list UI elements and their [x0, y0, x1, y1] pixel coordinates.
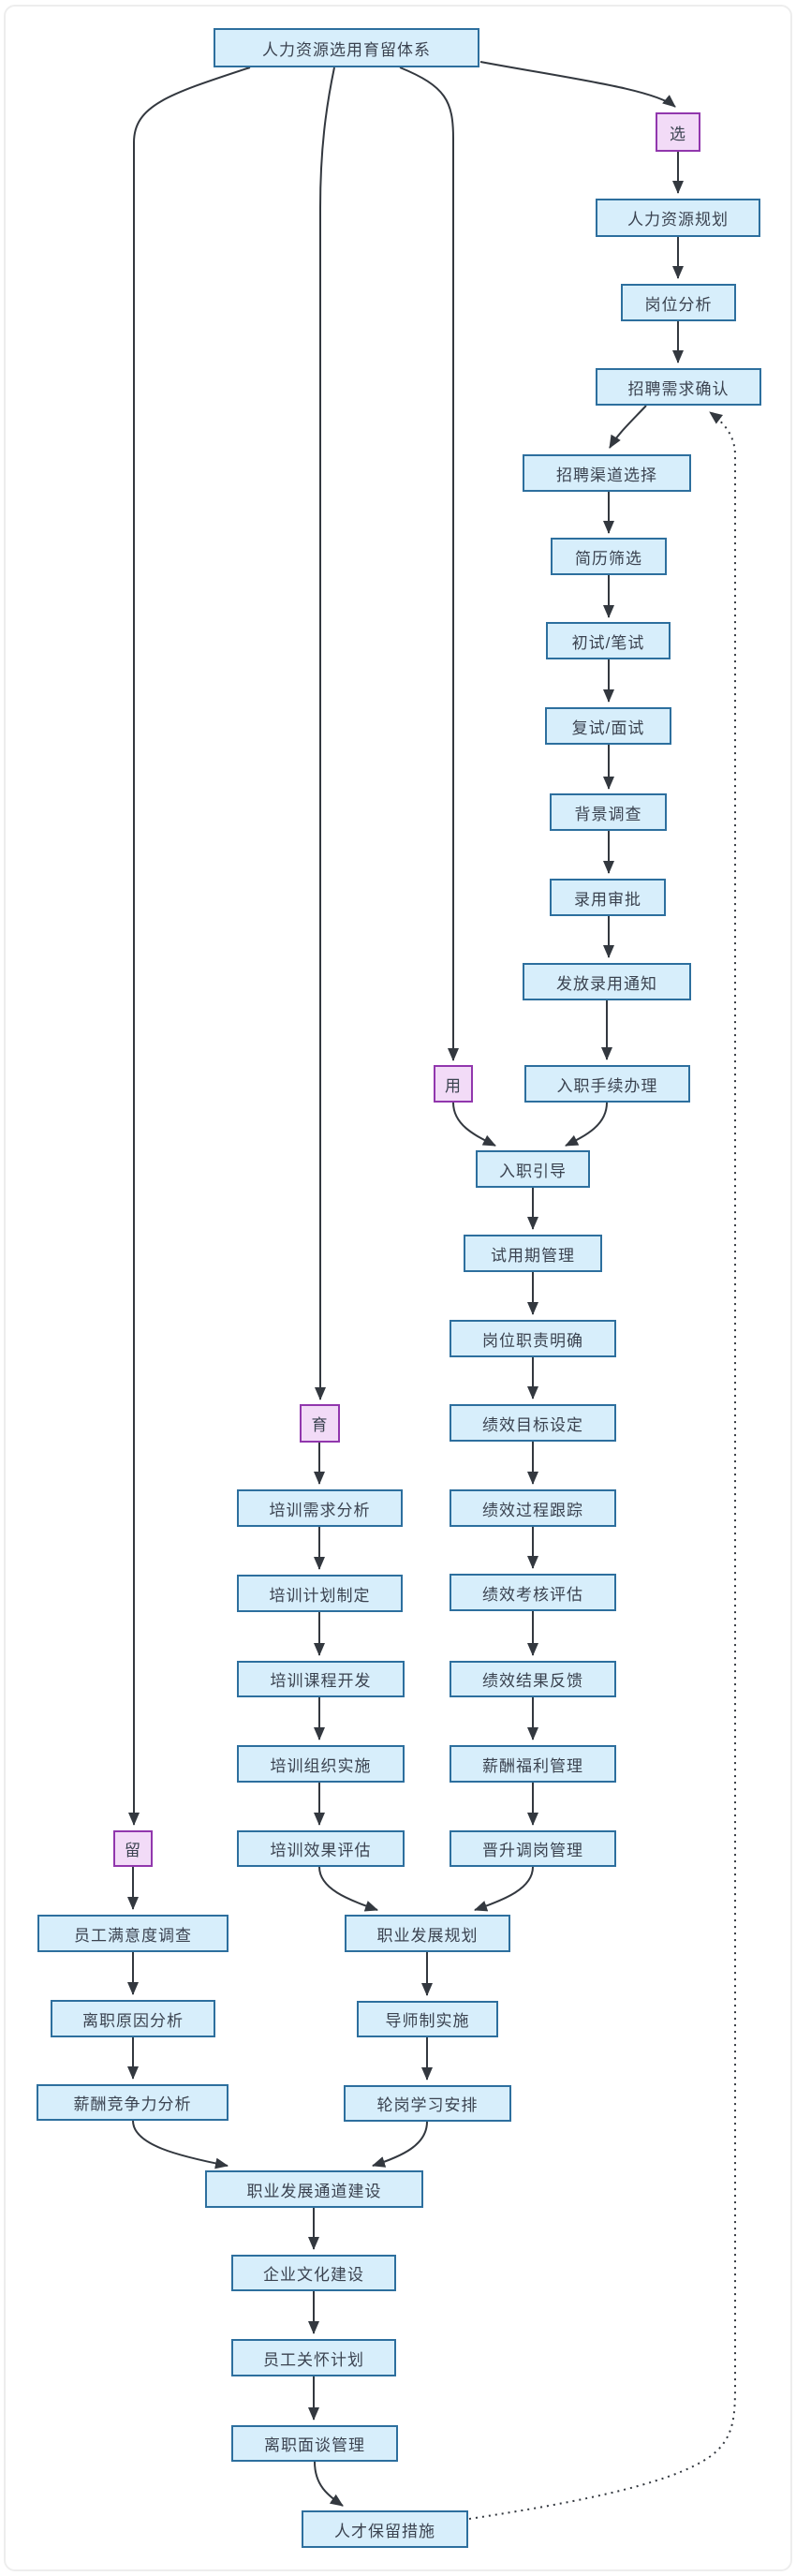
node-first-interview[interactable]: 初试/笔试: [546, 622, 671, 659]
node-career-channel[interactable]: 职业发展通道建设: [205, 2170, 423, 2208]
node-comp-benefit[interactable]: 薪酬福利管理: [450, 1745, 616, 1783]
connector-title-retain: [128, 67, 251, 1826]
node-turnover-analysis[interactable]: 离职原因分析: [51, 2000, 215, 2037]
node-second-interview[interactable]: 复试/面试: [545, 707, 671, 745]
node-training-impl[interactable]: 培训组织实施: [237, 1745, 405, 1783]
connector-recruitneed-channel: [609, 405, 647, 449]
node-employee-care[interactable]: 员工关怀计划: [231, 2339, 396, 2376]
connector-rotation-channelbuild: [372, 2121, 428, 2168]
node-hire-approval[interactable]: 录用审批: [550, 879, 666, 916]
node-talent-retention[interactable]: 人才保留措施: [302, 2510, 468, 2548]
node-recruit-need[interactable]: 招聘需求确认: [596, 368, 761, 406]
node-background-check[interactable]: 背景调查: [550, 793, 667, 831]
node-culture-build[interactable]: 企业文化建设: [231, 2255, 396, 2291]
node-training-eval[interactable]: 培训效果评估: [237, 1830, 405, 1867]
node-hr-planning[interactable]: 人力资源规划: [596, 199, 760, 237]
connector-promotion-career: [474, 1866, 534, 1912]
node-title[interactable]: 人力资源选用育留体系: [214, 28, 479, 67]
node-resume-screen[interactable]: 简历筛选: [551, 538, 667, 575]
badge-use[interactable]: 用: [434, 1065, 473, 1103]
node-perf-eval[interactable]: 绩效考核评估: [450, 1574, 616, 1611]
node-rotation-learning[interactable]: 轮岗学习安排: [344, 2085, 511, 2122]
connector-title-develop: [315, 67, 335, 1400]
connector-competitive-channelbuild: [132, 2120, 228, 2169]
node-comp-competitive[interactable]: 薪酬竞争力分析: [37, 2084, 228, 2121]
node-training-need[interactable]: 培训需求分析: [237, 1489, 403, 1527]
node-job-duty[interactable]: 岗位职责明确: [450, 1320, 616, 1357]
connector-exit-retention: [314, 2461, 344, 2507]
node-perf-track[interactable]: 绩效过程跟踪: [450, 1489, 616, 1527]
connector-use-guide: [452, 1102, 496, 1147]
badge-select[interactable]: 选: [656, 112, 700, 152]
badge-develop[interactable]: 育: [300, 1404, 340, 1443]
node-onboard-guide[interactable]: 入职引导: [476, 1150, 590, 1188]
connector-procedure-guide: [565, 1102, 608, 1147]
connector-title-select: [479, 61, 676, 108]
node-exit-interview[interactable]: 离职面谈管理: [231, 2425, 398, 2462]
node-perf-goal[interactable]: 绩效目标设定: [450, 1404, 616, 1442]
connector-trainingeval-career: [318, 1866, 378, 1912]
node-training-course[interactable]: 培训课程开发: [237, 1661, 405, 1697]
node-promotion-mgmt[interactable]: 晋升调岗管理: [450, 1830, 616, 1867]
node-training-plan[interactable]: 培训计划制定: [237, 1575, 403, 1612]
node-onboard-procedure[interactable]: 入职手续办理: [524, 1065, 690, 1103]
node-perf-feedback[interactable]: 绩效结果反馈: [450, 1661, 616, 1697]
card-frame: [4, 5, 792, 2571]
badge-retain[interactable]: 留: [113, 1830, 153, 1867]
node-satisfaction-survey[interactable]: 员工满意度调查: [37, 1915, 228, 1952]
node-probation-mgmt[interactable]: 试用期管理: [464, 1235, 602, 1272]
node-career-planning[interactable]: 职业发展规划: [345, 1915, 510, 1952]
node-recruit-channel[interactable]: 招聘渠道选择: [523, 454, 691, 492]
connector-title-use: [399, 67, 459, 1061]
node-mentor-impl[interactable]: 导师制实施: [357, 2001, 498, 2037]
node-job-analysis[interactable]: 岗位分析: [621, 284, 736, 321]
connector-retention-recruitneed-feedback: [468, 411, 736, 2520]
node-offer-notice[interactable]: 发放录用通知: [523, 963, 691, 1000]
